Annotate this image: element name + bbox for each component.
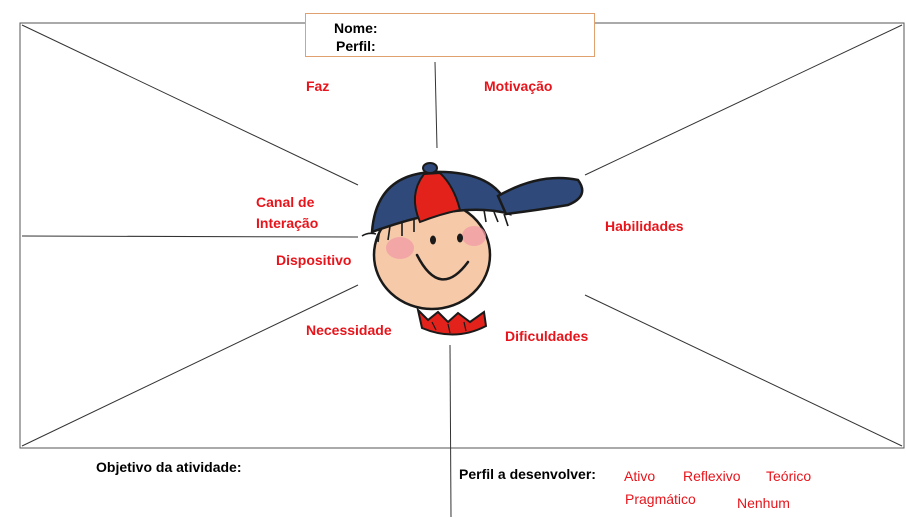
divider-left-horizontal	[21, 235, 359, 238]
profile-option-reflexivo: Reflexivo	[683, 468, 741, 484]
divider-top-left	[21, 24, 359, 186]
profile-option-ativo: Ativo	[624, 468, 656, 484]
divider-top-right	[584, 24, 903, 176]
objective-label: Objetivo da atividade:	[96, 459, 242, 475]
name-label: Nome:	[334, 20, 378, 36]
name-profile-box	[305, 13, 595, 57]
profile-option-nenhum: Nenhum	[737, 495, 790, 511]
region-label-dificuldades: Dificuldades	[505, 328, 589, 344]
boy-with-cap-icon	[361, 162, 584, 336]
divider-bottom-vertical	[449, 344, 452, 518]
region-label-faz: Faz	[306, 78, 330, 94]
divider-bottom-left	[21, 284, 359, 447]
divider-bottom-right	[584, 294, 903, 447]
profile-develop-label: Perfil a desenvolver:	[459, 466, 596, 482]
profile-option-pragmatico: Pragmático	[625, 491, 696, 507]
region-label-necessidade: Necessidade	[306, 322, 392, 338]
profile-option-teorico: Teórico	[766, 468, 812, 484]
region-label-canal-line2: Interação	[256, 215, 319, 231]
region-label-habilidades: Habilidades	[605, 218, 684, 234]
region-label-motivacao: Motivação	[484, 78, 553, 94]
region-label-dispositivo: Dispositivo	[276, 252, 352, 268]
divider-top-vertical	[434, 61, 438, 149]
profile-label: Perfil:	[336, 38, 376, 54]
region-label-canal-line1: Canal de	[256, 194, 315, 210]
